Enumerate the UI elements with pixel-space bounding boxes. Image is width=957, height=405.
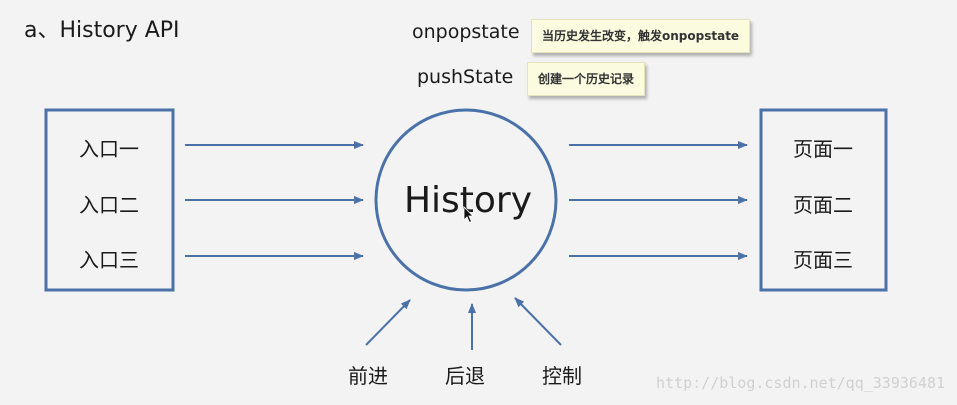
api-onpopstate-note: 当历史发生改变，触发onpopstate <box>531 19 751 53</box>
control-label: 控制 <box>542 364 582 388</box>
entry-item-3: 入口三 <box>79 248 139 272</box>
entry-item-2: 入口二 <box>79 193 139 217</box>
mouse-pointer-icon <box>463 206 474 224</box>
api-onpopstate-label: onpopstate <box>412 21 520 43</box>
page-item-3: 页面三 <box>793 248 853 272</box>
arrow-control <box>514 297 562 346</box>
page-item-2: 页面二 <box>793 193 853 217</box>
forward-label: 前进 <box>348 364 388 388</box>
api-pushstate-note: 创建一个历史记录 <box>527 62 646 96</box>
page-box <box>759 108 888 292</box>
entry-item-1: 入口一 <box>79 137 139 161</box>
history-circle <box>374 108 558 292</box>
entry-box <box>44 108 175 292</box>
page-item-1: 页面一 <box>793 137 853 161</box>
api-pushstate-label: pushState <box>417 66 514 88</box>
diagram-title: a、History API <box>24 18 180 43</box>
watermark: http://blog.csdn.net/qq_33936481 <box>656 374 945 392</box>
arrow-forward <box>365 299 411 346</box>
back-label: 后退 <box>445 364 485 388</box>
